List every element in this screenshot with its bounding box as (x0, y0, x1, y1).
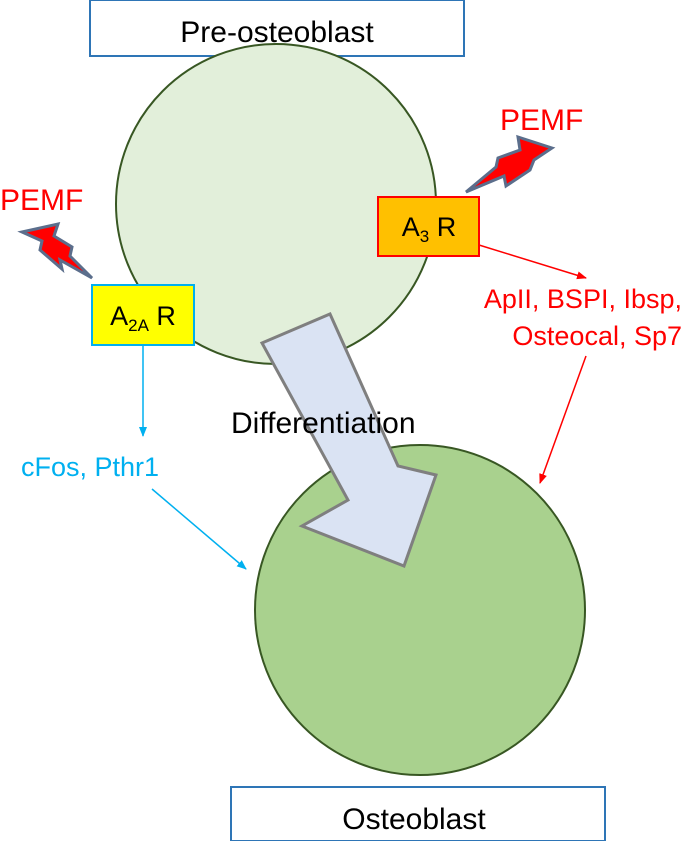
osteoblast-label-box (230, 786, 606, 841)
a2a-targets-label: cFos, Pthr1 (21, 452, 159, 482)
osteoblast-label: Osteoblast (342, 803, 486, 836)
a2a-targets-to-osteoblast-arrow (151, 488, 247, 570)
differentiation-label: Differentiation (231, 407, 416, 440)
pemf-label-right: PEMF (500, 104, 583, 137)
a3-targets-line2: Osteocal, Sp7 (512, 321, 682, 351)
a3-receptor-suffix: R (429, 212, 456, 242)
a2a-receptor-box (91, 284, 195, 346)
a3-receptor-box (377, 196, 480, 257)
lightning-bolt-icon (17, 221, 94, 280)
differentiation-arrow (259, 312, 438, 568)
a3-to-targets-arrow (478, 244, 587, 280)
a3-receptor-label: A3 R (402, 212, 456, 246)
a2a-receptor-base: A (110, 301, 128, 331)
a3-receptor-subscript: 3 (420, 227, 429, 246)
pemf-label-left: PEMF (0, 184, 83, 217)
a3-targets-line1: ApII, BSPI, Ibsp, (484, 284, 682, 314)
a3-targets-to-osteoblast-arrow (539, 355, 587, 484)
lightning-bolt-icon (465, 134, 556, 194)
a2a-receptor-label: A2A R (110, 301, 176, 335)
a2a-receptor-suffix: R (149, 301, 176, 331)
a2a-receptor-subscript: 2A (128, 316, 149, 335)
a3-receptor-base: A (402, 212, 420, 242)
